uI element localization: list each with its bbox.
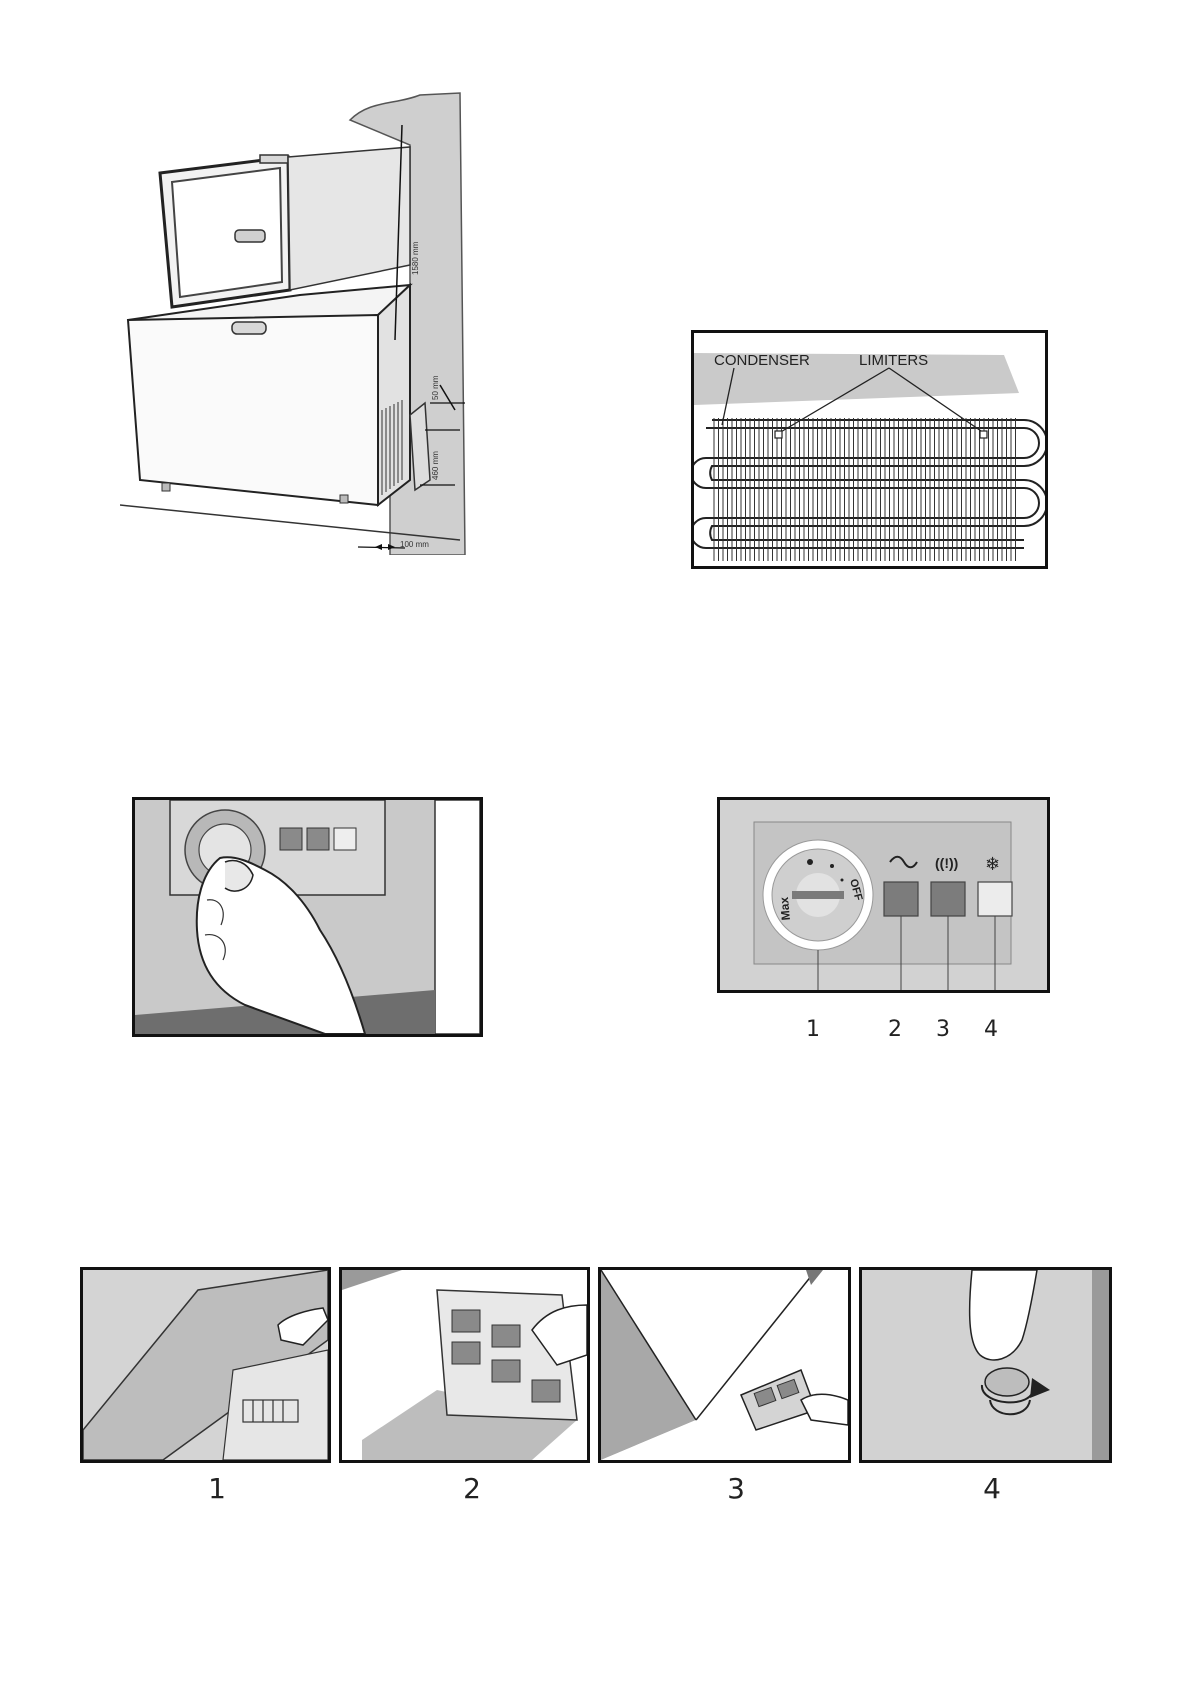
step-number-3: 3: [727, 1472, 745, 1505]
installation-figure: 1580 mm 50 mm 460 mm 100 mm: [120, 85, 500, 555]
condenser-coil-illustration: CONDENSER LIMITERS: [694, 333, 1045, 566]
dial-max-text: Max: [777, 896, 793, 921]
limiters-label: LIMITERS: [859, 352, 928, 369]
step-3-figure: [598, 1267, 851, 1463]
step-1-figure: [80, 1267, 331, 1463]
condenser-figure: CONDENSER LIMITERS: [691, 330, 1048, 569]
step-3-illustration: [601, 1270, 848, 1460]
step-number-4: 4: [983, 1472, 1001, 1505]
alarm-lamp: [931, 882, 965, 916]
callout-4: 4: [984, 1017, 998, 1042]
hand-dial-figure: [132, 797, 483, 1037]
top-gap-dimension-label: 50 mm: [431, 375, 440, 400]
fast-freeze-lamp: [978, 882, 1012, 916]
back-gap-dimension-label: 100 mm: [400, 540, 429, 549]
height-dimension-label: 1580 mm: [411, 241, 420, 275]
step-4-illustration: [862, 1270, 1109, 1460]
vent-height-dimension-label: 460 mm: [431, 451, 440, 480]
chest-freezer-illustration: 1580 mm 50 mm 460 mm 100 mm: [120, 85, 500, 555]
power-lamp: [884, 882, 918, 916]
step-4-figure: [859, 1267, 1112, 1463]
callout-3: 3: [936, 1017, 950, 1042]
control-panel-figure: Max OFF ((!)) ❄: [717, 797, 1050, 993]
condenser-label: CONDENSER: [714, 352, 810, 369]
step-2-illustration: [342, 1270, 587, 1460]
alarm-icon: ((!)): [935, 855, 958, 871]
step-number-2: 2: [463, 1472, 481, 1505]
step-number-1: 1: [208, 1472, 226, 1505]
step-1-illustration: [83, 1270, 328, 1460]
snowflake-icon: ❄: [985, 854, 1000, 874]
callout-2: 2: [888, 1017, 902, 1042]
hand-turning-dial-illustration: [135, 800, 480, 1034]
step-2-figure: [339, 1267, 590, 1463]
control-panel-illustration: Max OFF ((!)) ❄: [720, 800, 1047, 990]
callout-1: 1: [806, 1017, 820, 1042]
